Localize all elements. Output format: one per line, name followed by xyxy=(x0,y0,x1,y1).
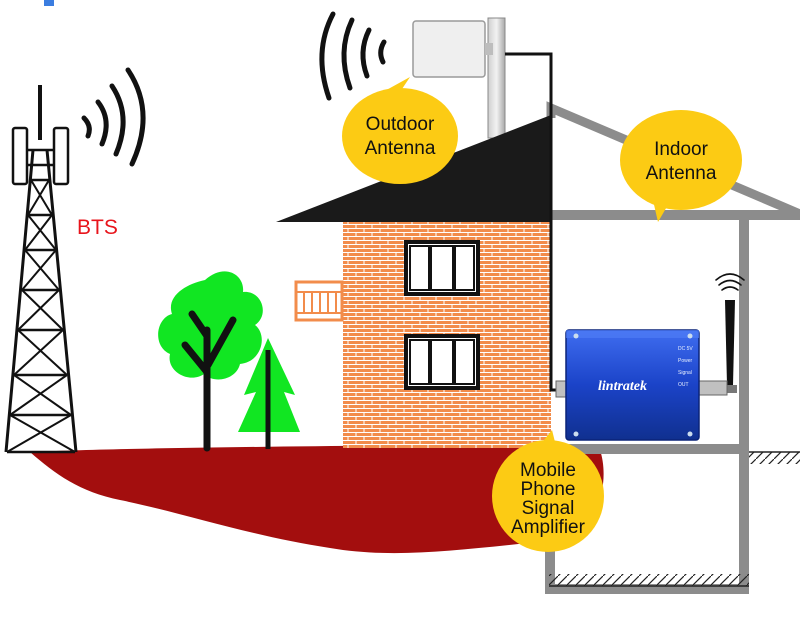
bts-signal-waves xyxy=(81,67,146,167)
corner-fragment xyxy=(44,0,54,6)
outdoor-label-line1: Outdoor xyxy=(366,114,435,135)
ground xyxy=(30,444,604,554)
tree-pine xyxy=(238,338,300,449)
outdoor-signal-waves xyxy=(319,11,387,101)
amplifier-callout: Mobile Phone Signal Amplifier xyxy=(492,430,604,552)
port-label-dc: DC 5V xyxy=(678,346,693,352)
bts-label: BTS xyxy=(77,216,118,239)
outdoor-antenna-callout: Outdoor Antenna xyxy=(342,77,458,184)
ground-hatching xyxy=(549,451,800,587)
indoor-label-line1: Indoor xyxy=(654,139,709,160)
bts-tower xyxy=(4,85,78,454)
indoor-antenna-callout: Indoor Antenna xyxy=(620,110,742,222)
amp-label-line3: Signal xyxy=(522,498,575,519)
balcony-railing xyxy=(294,280,344,322)
amp-label-line2: Phone xyxy=(521,479,576,500)
indoor-antenna xyxy=(723,300,737,393)
antenna-pole xyxy=(487,17,506,139)
amp-label-line1: Mobile xyxy=(520,460,576,481)
tree-broadleaf xyxy=(158,271,263,452)
port-label-out: OUT xyxy=(678,382,689,388)
brand-logo: lintratek xyxy=(598,379,647,394)
outdoor-label-line2: Antenna xyxy=(365,138,436,159)
outdoor-panel-antenna xyxy=(412,20,493,78)
indoor-label-line2: Antenna xyxy=(646,163,717,184)
signal-amplifier-device: lintratek DC 5V Power Signal OUT xyxy=(555,329,728,441)
window-upper xyxy=(404,240,480,296)
amp-label-line4: Amplifier xyxy=(511,517,586,538)
window-lower xyxy=(404,334,480,390)
port-label-signal: Signal xyxy=(678,370,692,376)
indoor-signal-waves xyxy=(715,273,745,291)
port-label-power: Power xyxy=(678,358,693,364)
